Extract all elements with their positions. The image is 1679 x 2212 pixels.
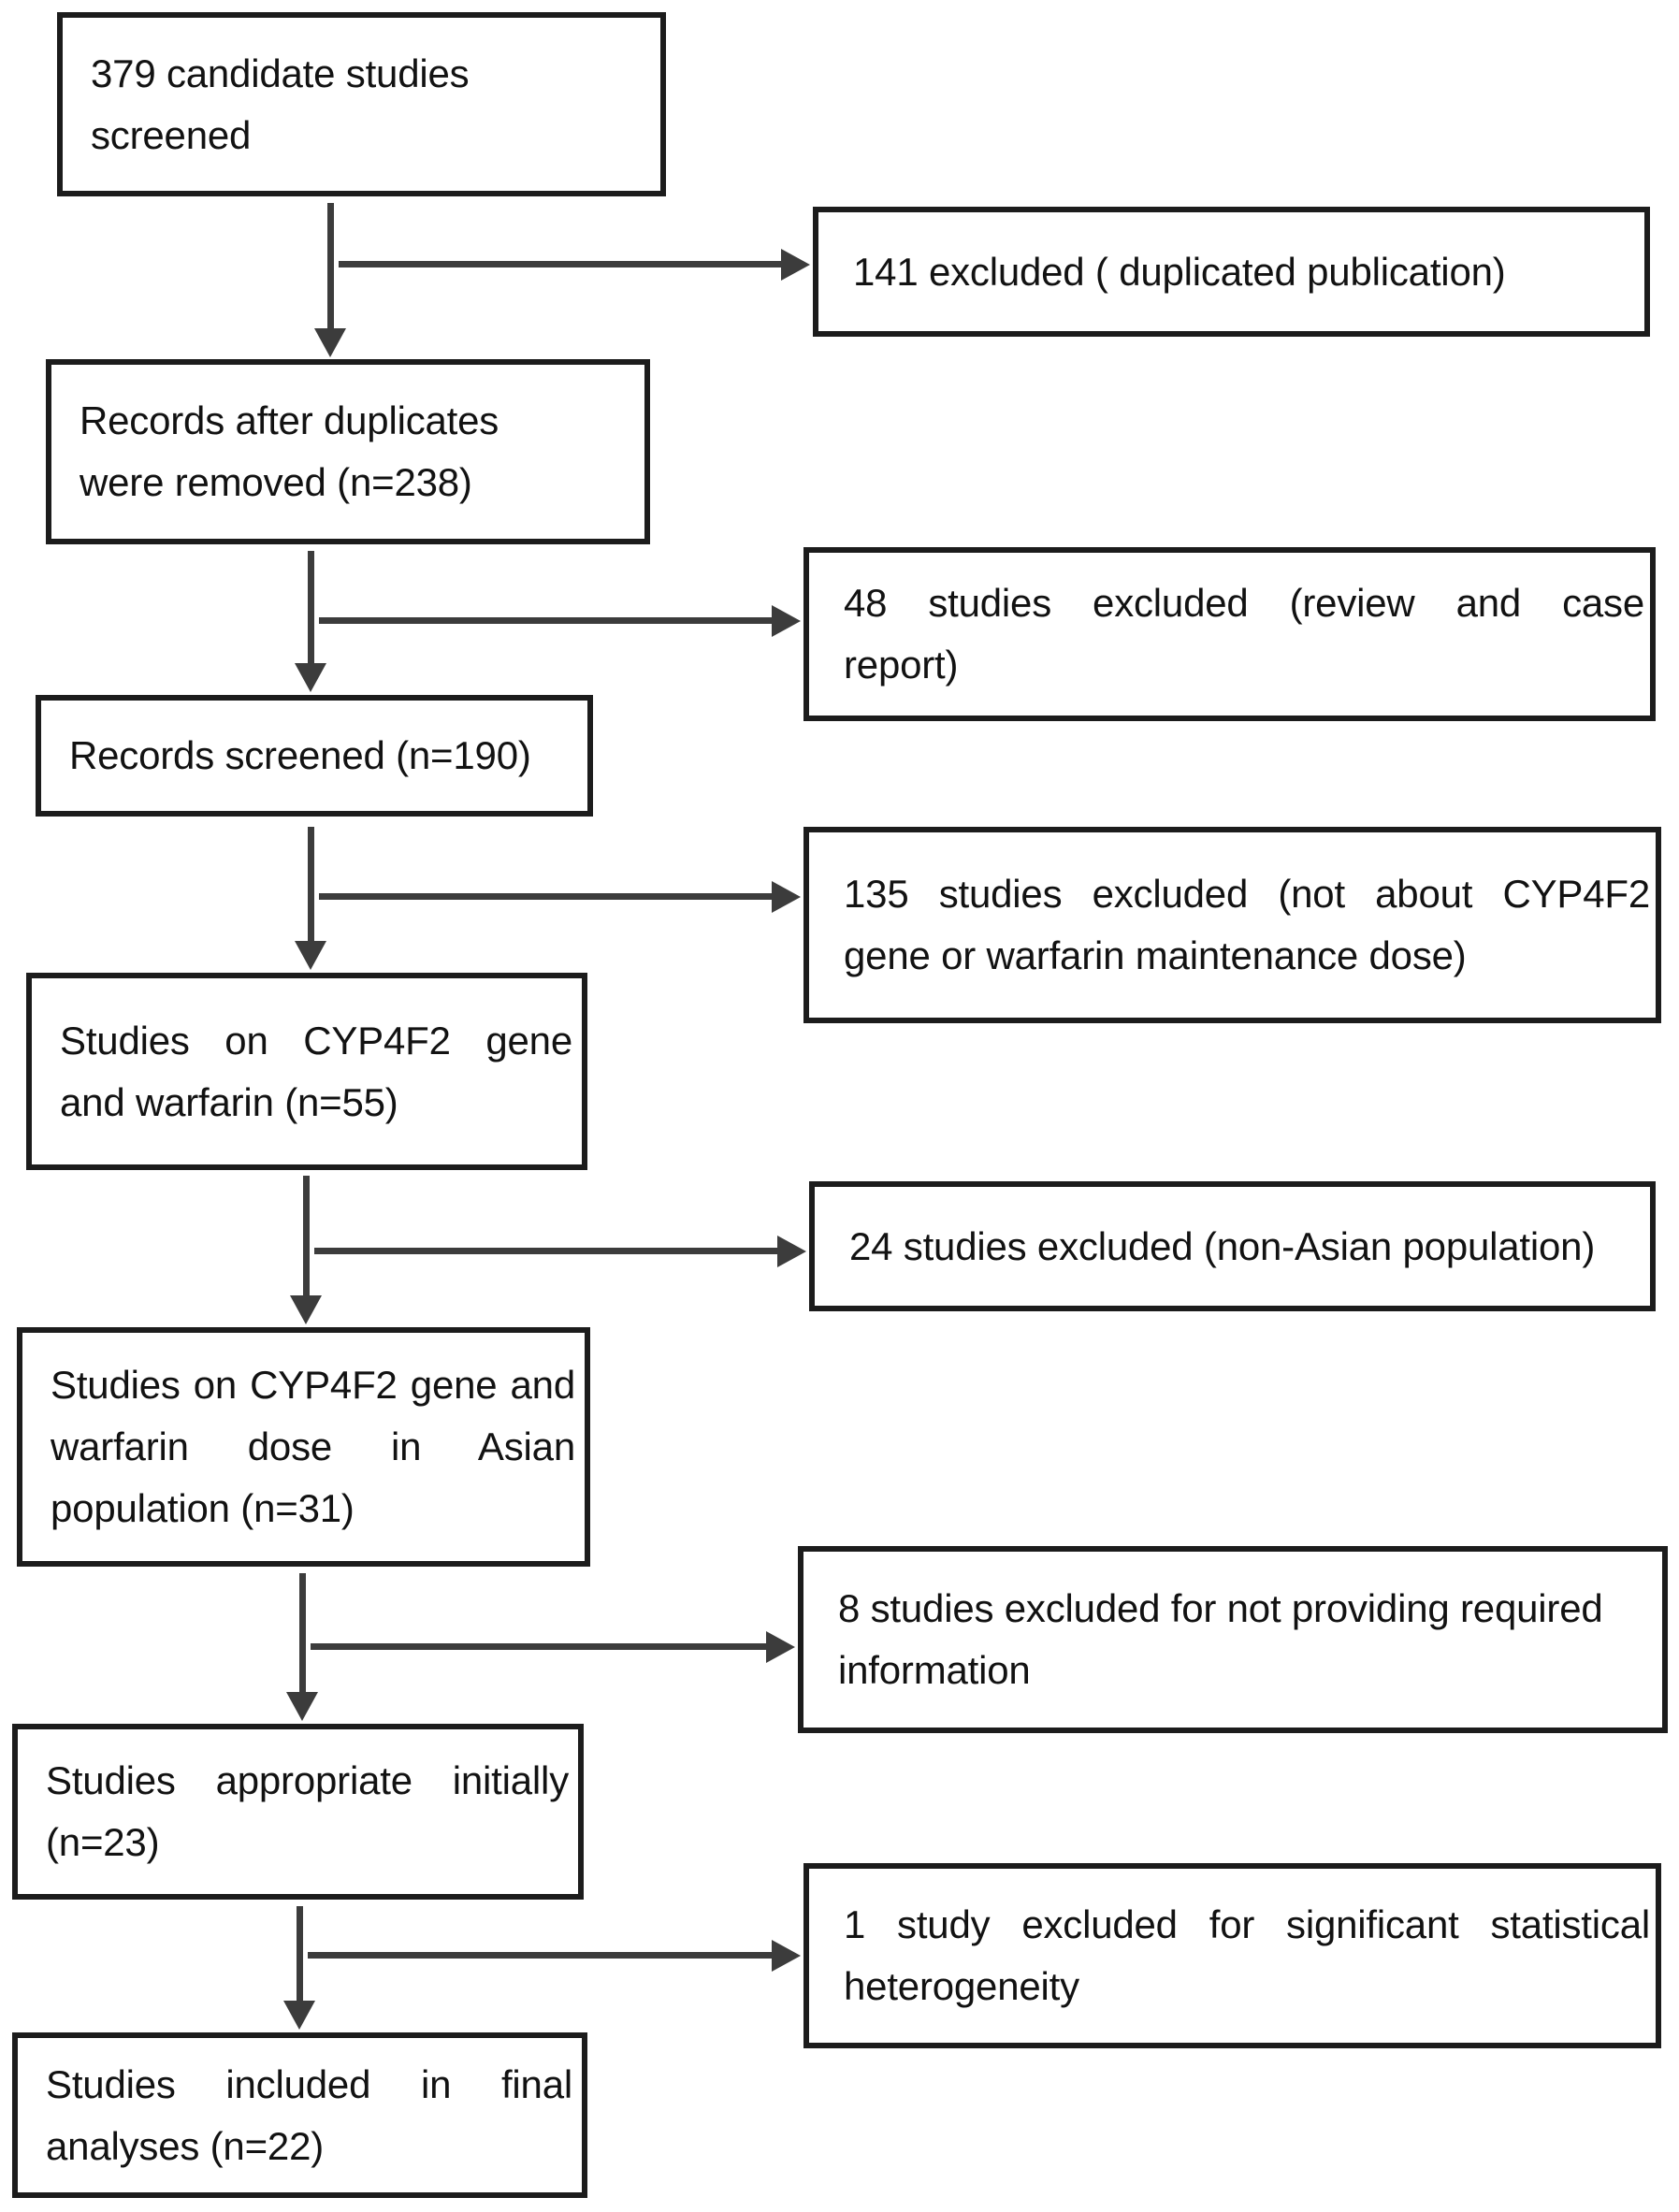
down-arrowhead-icon [295, 941, 326, 970]
flow-box-text-line: warfarin dose in Asian [51, 1424, 575, 1468]
exclusion-box-text-line: gene or warfarin maintenance dose) [844, 933, 1467, 977]
flow-box-text-line: Studies included in final [46, 2061, 572, 2106]
flow-box-text-line: Studies on CYP4F2 gene and [51, 1363, 575, 1407]
down-arrowhead-icon [314, 328, 346, 357]
flow-box-candidate-studies: 379 candidate studies screened [57, 12, 666, 196]
flow-box-cyp4f2-warfarin: Studies on CYP4F2 gene and warfarin (n=5… [26, 973, 587, 1170]
flow-box-text-line: and warfarin (n=55) [60, 1079, 398, 1124]
right-arrow-line [314, 1248, 779, 1254]
right-arrow-line [319, 617, 774, 624]
down-arrowhead-icon [283, 2001, 315, 2030]
flow-box-text-line: analyses (n=22) [46, 2123, 325, 2168]
exclusion-box-text-line: 24 studies excluded (non-Asian populatio… [849, 1223, 1596, 1268]
right-arrow-line [319, 893, 774, 900]
right-arrowhead-icon [766, 1631, 795, 1663]
flow-box-text-line: 379 candidate studies [91, 51, 470, 95]
down-arrowhead-icon [286, 1692, 318, 1721]
down-arrowhead-icon [295, 663, 326, 692]
down-arrow-line [327, 203, 334, 329]
exclusion-box-text-line: 135 studies excluded (not about CYP4F2 [844, 872, 1650, 916]
exclusion-box-not-about-cyp4f2: 135 studies excluded (not about CYP4F2 g… [803, 827, 1661, 1023]
exclusion-box-heterogeneity: 1 study excluded for significant statist… [803, 1863, 1661, 2048]
flow-box-text-line: population (n=31) [51, 1486, 355, 1530]
right-arrowhead-icon [772, 605, 801, 637]
down-arrow-line [299, 1573, 306, 1693]
exclusion-box-text-line: 48 studies excluded (review and case [844, 581, 1644, 625]
right-arrow-line [339, 261, 783, 267]
flow-box-text-line: Records after duplicates [80, 398, 499, 442]
flow-box-text-line: screened [91, 112, 252, 157]
right-arrowhead-icon [777, 1236, 806, 1267]
right-arrowhead-icon [772, 881, 801, 913]
flow-box-included-final: Studies included in final analyses (n=22… [12, 2032, 587, 2198]
flow-box-records-after-duplicates: Records after duplicates were removed (n… [46, 359, 650, 544]
down-arrow-line [308, 827, 314, 942]
flow-box-text-line: Studies appropriate initially [46, 1758, 569, 1802]
flow-box-appropriate-initially: Studies appropriate initially (n=23) [12, 1724, 584, 1900]
exclusion-box-text-line: 1 study excluded for significant statist… [844, 1902, 1650, 1946]
exclusion-box-text-line: heterogeneity [844, 1964, 1079, 2008]
exclusion-box-no-required-info: 8 studies excluded for not providing req… [798, 1546, 1668, 1733]
flow-box-records-screened: Records screened (n=190) [36, 695, 593, 817]
exclusion-box-text-line: report) [844, 643, 959, 687]
exclusion-box-text-line: 8 studies excluded for not providing req… [838, 1586, 1603, 1630]
exclusion-box-text-line: information [838, 1648, 1031, 1692]
right-arrow-line [308, 1952, 774, 1959]
down-arrowhead-icon [290, 1295, 322, 1324]
flow-box-text-line: Records screened (n=190) [69, 733, 531, 777]
down-arrow-line [308, 551, 314, 664]
flow-box-text-line: were removed (n=238) [80, 460, 472, 504]
right-arrowhead-icon [772, 1940, 801, 1972]
flow-box-text-line: (n=23) [46, 1820, 160, 1864]
right-arrow-line [311, 1643, 768, 1650]
down-arrow-line [303, 1176, 310, 1296]
right-arrowhead-icon [781, 249, 810, 281]
flow-box-text-line: Studies on CYP4F2 gene [60, 1018, 572, 1063]
exclusion-box-non-asian: 24 studies excluded (non-Asian populatio… [809, 1181, 1656, 1311]
exclusion-box-text-line: 141 excluded ( duplicated publication) [853, 249, 1506, 294]
flow-box-asian-population: Studies on CYP4F2 gene and warfarin dose… [17, 1327, 590, 1567]
exclusion-box-review-case-report: 48 studies excluded (review and case rep… [803, 547, 1656, 721]
down-arrow-line [297, 1906, 303, 2002]
exclusion-box-duplicated-publication: 141 excluded ( duplicated publication) [813, 207, 1650, 337]
